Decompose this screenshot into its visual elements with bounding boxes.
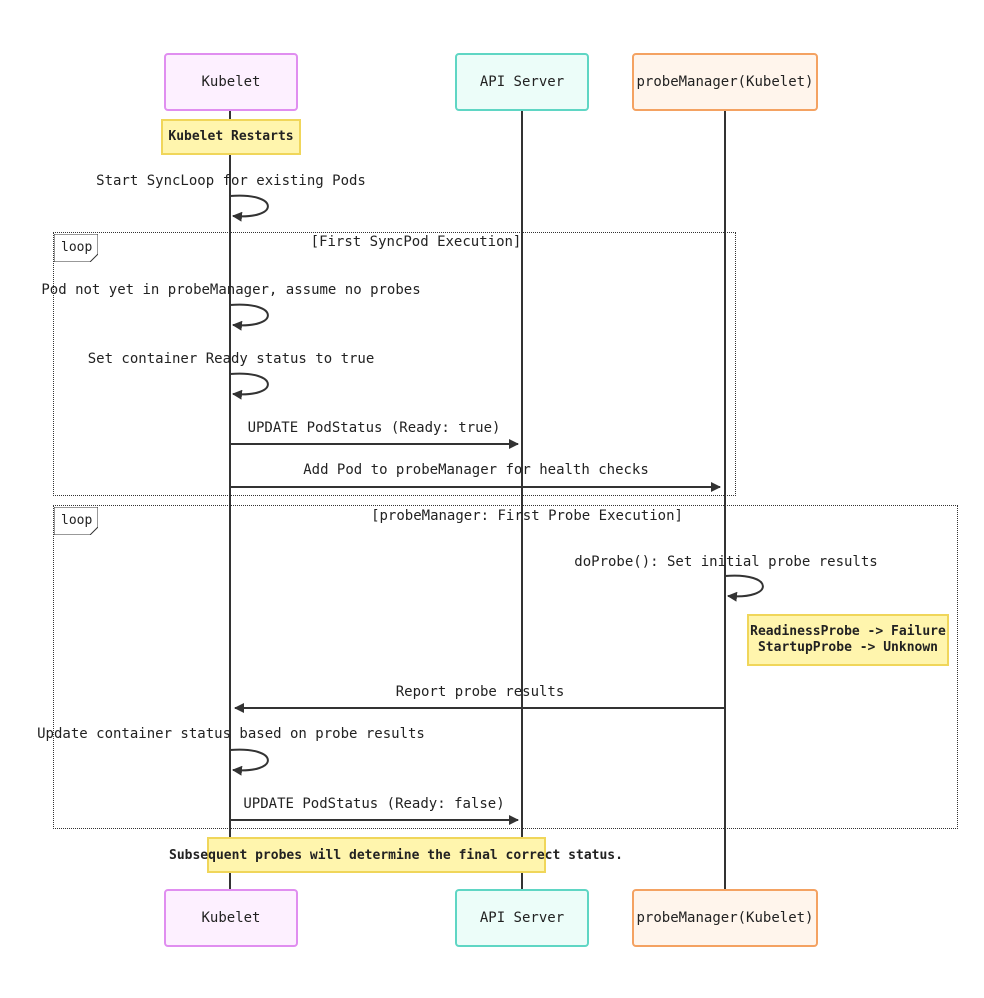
loop-frame-first-probe (53, 505, 958, 829)
self-arrow-m8 (229, 748, 269, 776)
loop-condition-first-syncpod: [First SyncPod Execution] (310, 234, 522, 250)
message-label-m9: UPDATE PodStatus (Ready: false) (243, 796, 505, 812)
message-label-m1: Start SyncLoop for existing Pods (96, 173, 366, 189)
actor-api-server-top: API Server (455, 53, 589, 111)
note-final-status: Subsequent probes will determine the fin… (169, 837, 623, 873)
loop-tag-label: loop (61, 240, 93, 255)
actor-kubelet-top: Kubelet (164, 53, 298, 111)
note-text: Subsequent probes will determine the fin… (169, 848, 623, 863)
message-label-m2: Pod not yet in probeManager, assume no p… (41, 282, 421, 298)
message-label-m4: UPDATE PodStatus (Ready: true) (247, 420, 501, 436)
lifeline-api-server (521, 110, 523, 890)
lifeline-probe-manager (724, 110, 726, 890)
self-arrow-m3 (229, 372, 269, 400)
actor-label: probeManager(Kubelet) (636, 74, 814, 90)
note-probe-results: ReadinessProbe -> Failure StartupProbe -… (747, 614, 949, 666)
actor-kubelet-bottom: Kubelet (164, 889, 298, 947)
actor-label: API Server (479, 910, 565, 926)
note-text: Kubelet Restarts (168, 129, 294, 144)
actor-label: Kubelet (201, 74, 261, 90)
self-arrow-m6 (724, 574, 764, 602)
loop-frame-first-syncpod (53, 232, 736, 496)
note-line: StartupProbe -> Unknown (757, 640, 938, 655)
message-label-m7: Report probe results (395, 684, 565, 700)
note-kubelet-restarts: Kubelet Restarts (161, 119, 301, 155)
note-line: ReadinessProbe -> Failure (750, 624, 946, 639)
loop-tag-label: loop (61, 513, 93, 528)
self-arrow-m2 (229, 303, 269, 331)
message-label-m5: Add Pod to probeManager for health check… (303, 462, 649, 478)
actor-probe-manager-top: probeManager(Kubelet) (632, 53, 818, 111)
loop-tag-first-probe: loop (54, 507, 98, 535)
self-arrow-m1 (229, 194, 269, 222)
loop-condition-first-probe: [probeManager: First Probe Execution] (371, 508, 683, 524)
message-label-m6: doProbe(): Set initial probe results (574, 554, 878, 570)
actor-label: API Server (479, 74, 565, 90)
message-label-m3: Set container Ready status to true (87, 351, 375, 367)
actor-probe-manager-bottom: probeManager(Kubelet) (632, 889, 818, 947)
actor-label: Kubelet (201, 910, 261, 926)
message-label-m8: Update container status based on probe r… (37, 726, 425, 742)
loop-tag-first-syncpod: loop (54, 234, 98, 262)
lifeline-kubelet (229, 110, 231, 890)
actor-label: probeManager(Kubelet) (636, 910, 814, 926)
actor-api-server-bottom: API Server (455, 889, 589, 947)
